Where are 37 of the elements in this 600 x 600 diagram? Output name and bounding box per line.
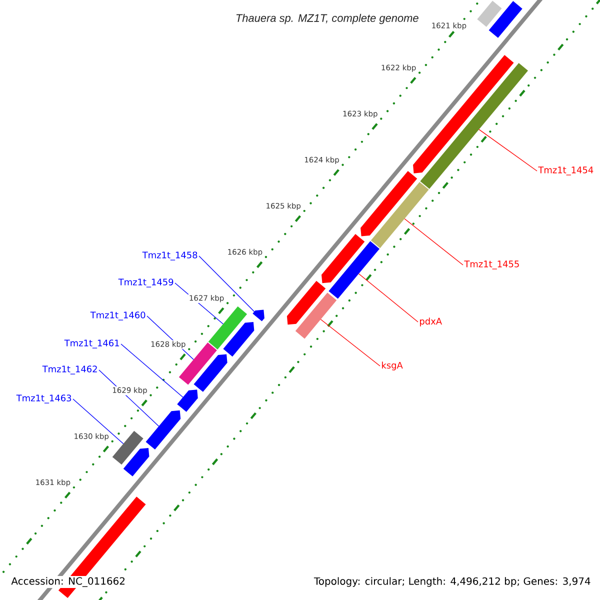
gene-feature [123,448,150,476]
leader-line [198,256,255,312]
leader-line [72,398,124,444]
gene-bar [208,306,248,350]
footer-text: Topology: circular; Length: 4,496,212 bp; Genes: 3,974 [312,576,592,588]
leader-line [320,319,380,366]
gene-bar [295,292,337,339]
footer-text: Accession: NC_011662 [10,576,126,588]
gene-label: Tmz1t_1458 [142,252,198,260]
title: Thauera sp. MZ1T, complete genome [236,14,418,24]
gene-label: Tmz1t_1454 [538,166,594,176]
gene-bar [477,0,502,27]
gene-label: ksgA [382,362,403,370]
gene-feature [286,280,326,325]
gene-label: Tmz1t_1460 [90,312,146,320]
gene-label: pdxA [420,318,442,326]
gene-label: Tmz1t_1455 [464,260,519,270]
leader-line [358,273,418,322]
gene-feature [223,322,254,357]
gene-feature [194,354,228,392]
gene-label: Tmz1t_1461 [64,340,119,348]
gene-feature [322,234,365,284]
gene-label: Tmz1t_1463 [16,394,72,404]
gene-feature [252,310,264,322]
gene-bar [328,241,380,299]
gene-label: Tmz1t_1459 [118,278,174,288]
gene-bar [370,182,429,248]
gene-label: Tmz1t_1462 [42,366,97,374]
gene-feature [146,410,181,450]
gene-bar [488,1,522,38]
gene-bar [112,430,144,465]
leader-line [120,344,184,398]
leader-line [478,129,538,172]
gene-feature [360,171,418,236]
gene-bar [420,62,528,189]
gene-feature [177,390,198,412]
leader-line [404,218,464,266]
